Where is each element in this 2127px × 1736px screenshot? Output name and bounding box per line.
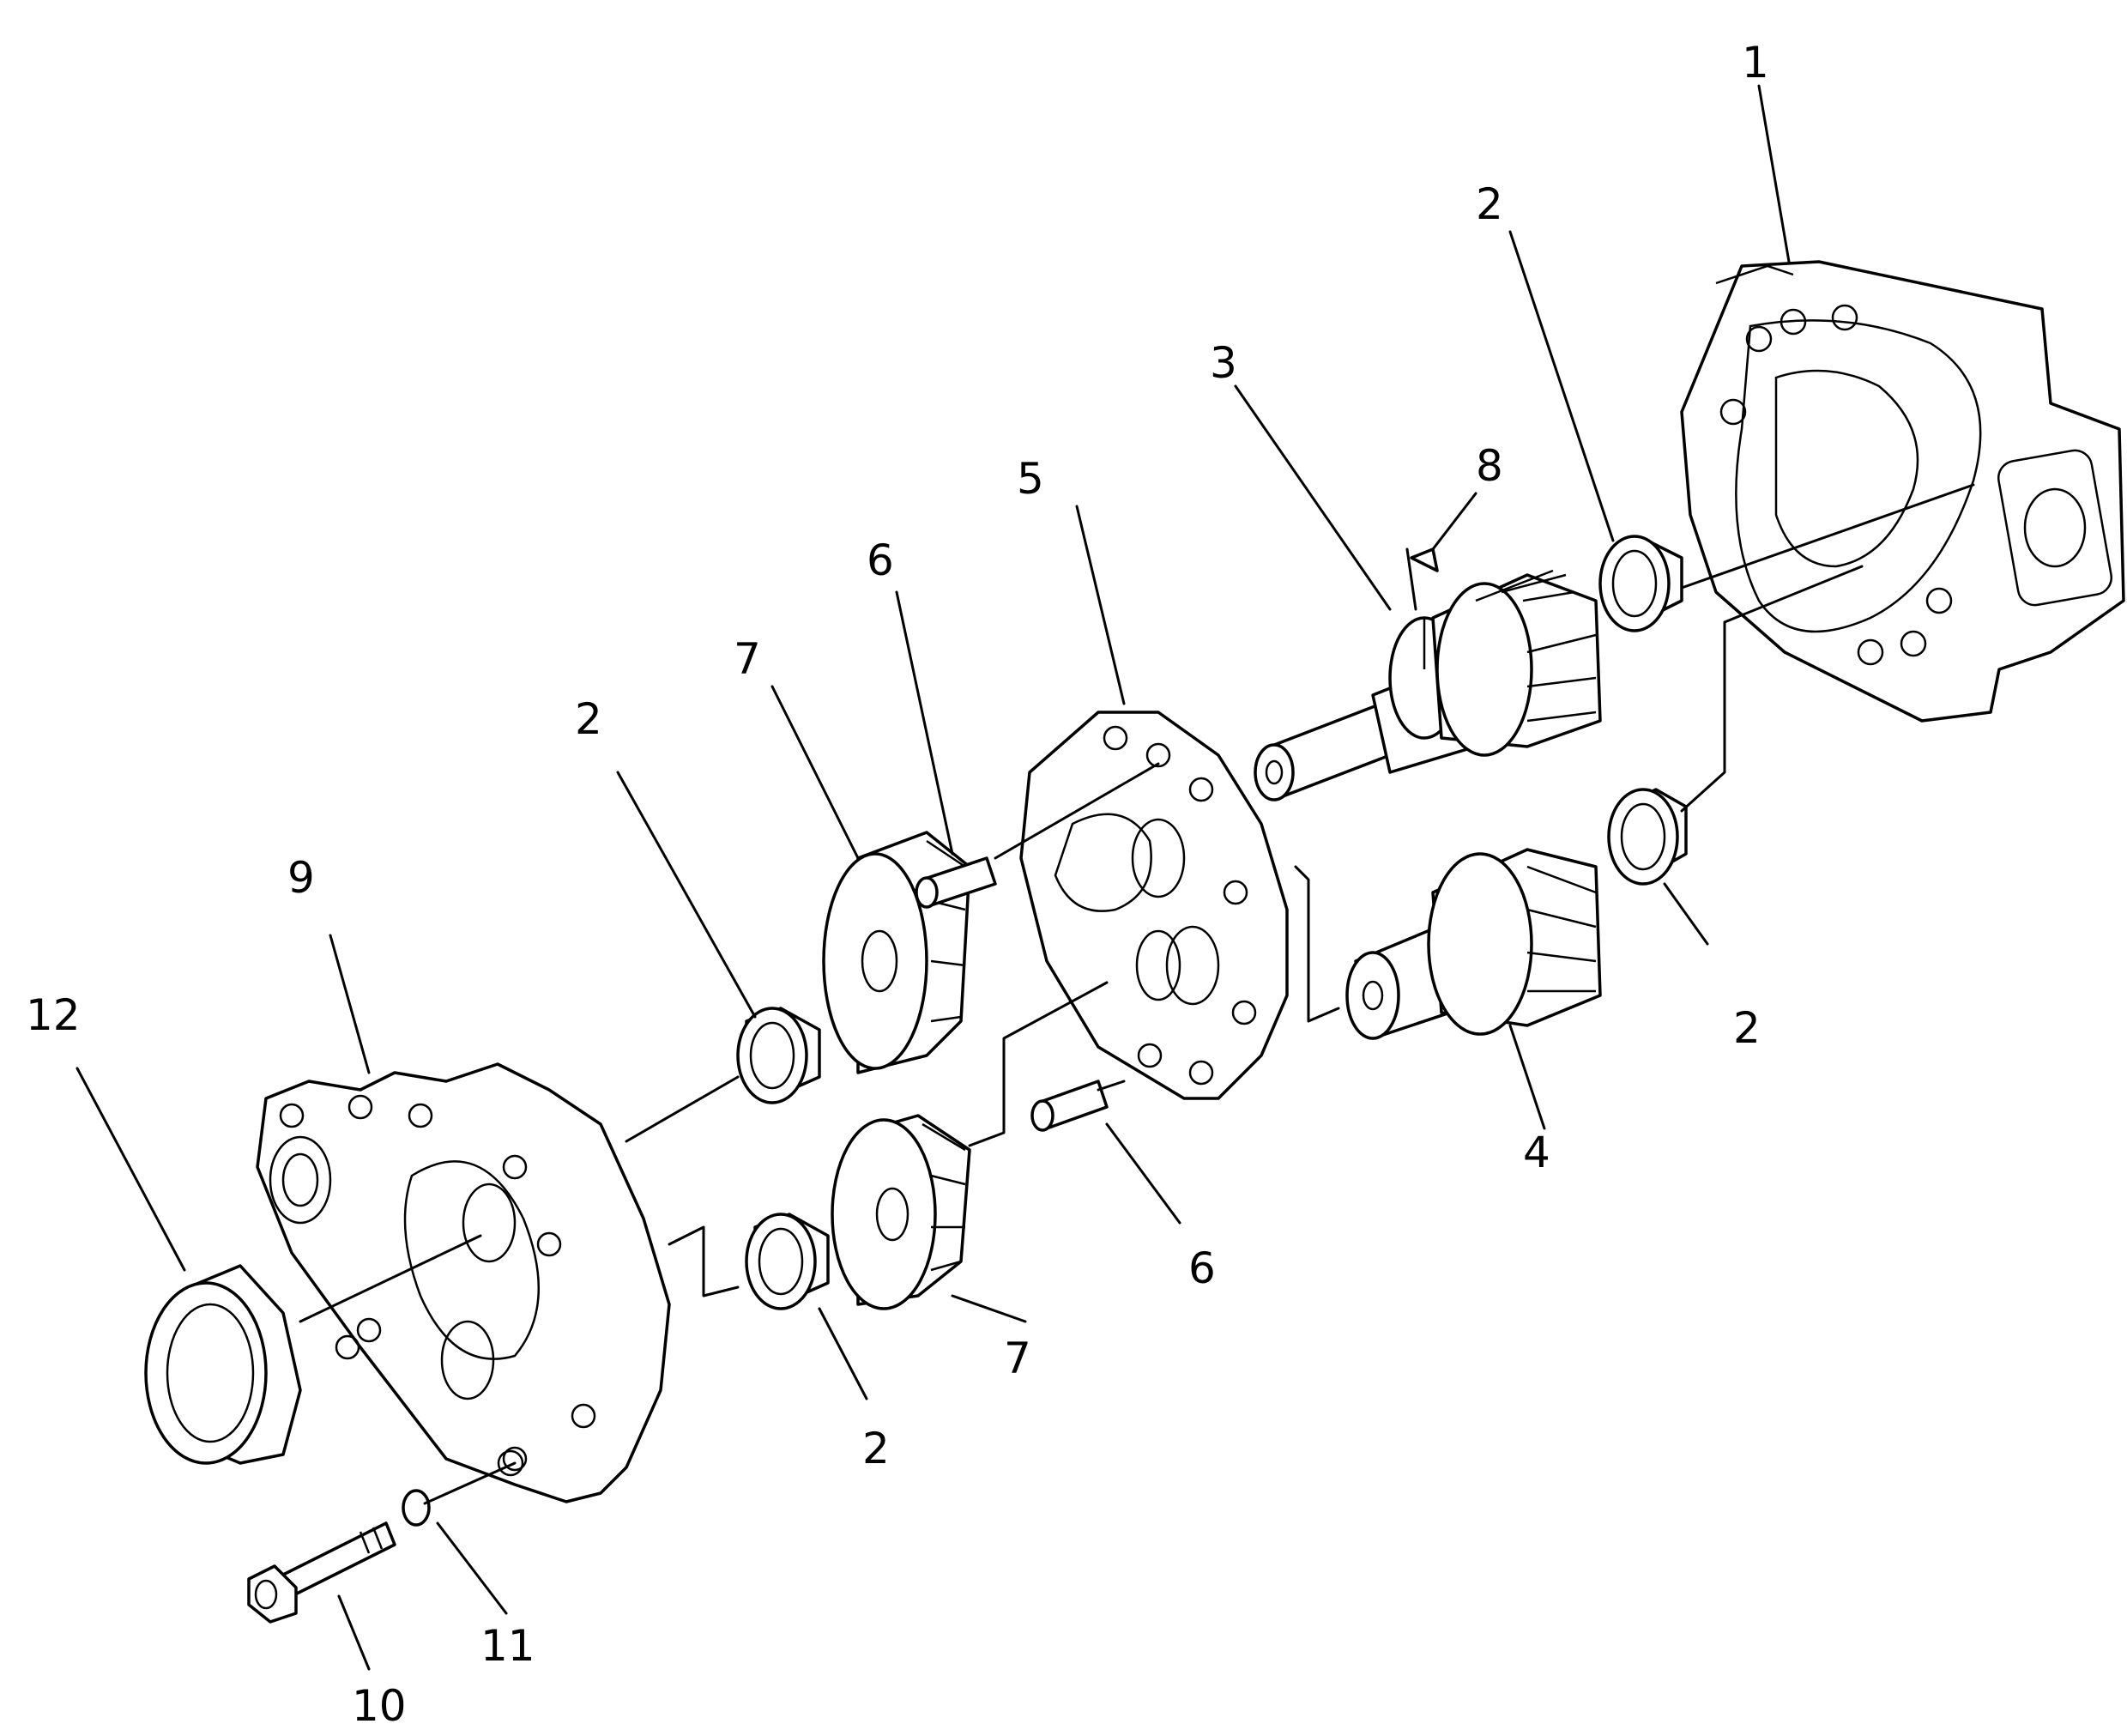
callout-11: 11 (480, 1621, 535, 1671)
bearing-part-2-mid-left (736, 1007, 821, 1104)
cover-part-9 (256, 1062, 671, 1503)
callout-4: 4 (1523, 1128, 1550, 1177)
callout-7-bottom: 7 (1004, 1334, 1031, 1383)
callout-1: 1 (1742, 38, 1769, 88)
gear-part-7-upper (822, 831, 971, 1074)
callout-labels: 1 2 3 8 5 6 7 2 9 12 2 4 6 7 2 11 10 (26, 38, 1769, 1731)
callout-8: 8 (1476, 441, 1503, 491)
bearing-part-2-lower-right (1607, 788, 1688, 886)
drive-gear-shaft-part-3 (1254, 569, 1602, 801)
callout-6-bottom: 6 (1188, 1243, 1216, 1293)
callout-10: 10 (352, 1681, 407, 1731)
gear-part-7-lower (831, 1114, 971, 1310)
dowel-pin-part-6-upper (915, 856, 997, 909)
bolt-part-10 (247, 1521, 396, 1624)
callout-2-left: 2 (575, 694, 602, 744)
callout-6-top: 6 (867, 535, 894, 585)
callout-2-right: 2 (1733, 1003, 1761, 1053)
leader-lines (76, 84, 1791, 1671)
dowel-pin-part-6-lower (1030, 1080, 1109, 1132)
bearing-part-2-lower-left (745, 1213, 830, 1310)
callout-5: 5 (1017, 454, 1044, 504)
callout-9: 9 (287, 853, 315, 903)
key-part-8 (1410, 547, 1439, 572)
pump-body-part-1 (1680, 260, 2125, 723)
callout-2-bottom: 2 (862, 1424, 890, 1473)
assembly-lines (299, 483, 1975, 1505)
oil-seal-part-12 (144, 1264, 302, 1465)
callout-2-top: 2 (1476, 179, 1503, 229)
callout-12: 12 (26, 990, 81, 1040)
driven-gear-part-4 (1345, 848, 1602, 1040)
washer-part-11 (402, 1489, 431, 1527)
callout-3: 3 (1210, 338, 1237, 388)
bearing-part-2-upper-right (1598, 535, 1683, 632)
side-plate-part-5 (1019, 711, 1289, 1100)
callout-7-top: 7 (734, 634, 761, 684)
